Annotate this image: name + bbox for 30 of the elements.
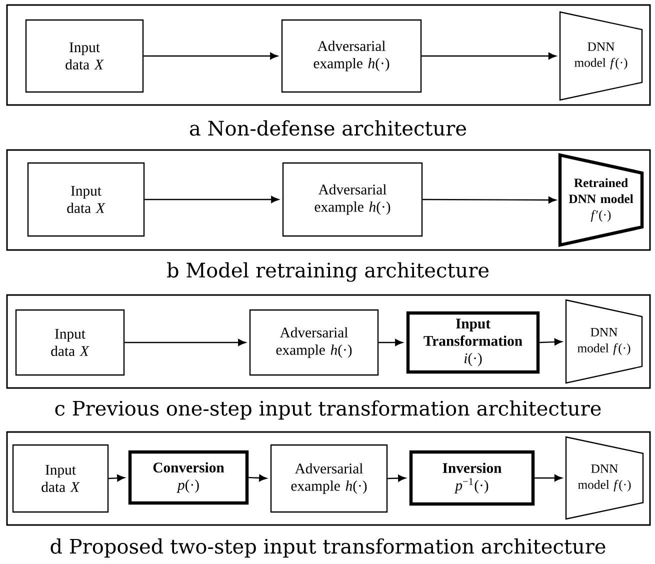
- process-box: Input data X: [27, 162, 145, 237]
- arrow: [144, 196, 279, 203]
- node-label: b Model retraining architecture: [167, 262, 489, 282]
- node-label: d Proposed two-step input transformation architecture: [50, 538, 606, 558]
- arrow: [534, 474, 562, 482]
- arrow: [248, 474, 267, 482]
- node-label: a Non-defense architecture: [190, 120, 466, 136]
- process-box: Adversarial example h(·): [281, 19, 422, 93]
- process-box: Adversarial example h(·): [249, 309, 379, 376]
- process-box: Adversarial example h(·): [270, 444, 388, 513]
- model-trapezoid: DNN model f(·): [559, 11, 643, 101]
- process-box: Input data X: [12, 444, 109, 513]
- arrow: [378, 339, 403, 346]
- process-box: Input Transformation i(·): [406, 311, 540, 374]
- model-trapezoid: DNN model f(·): [565, 299, 643, 384]
- process-box: Inversion p$^{−1}$(·): [409, 450, 535, 506]
- model-trapezoid: DNN model f(·): [565, 436, 644, 520]
- arrow: [540, 338, 562, 346]
- arrow: [124, 339, 246, 346]
- arrow: [108, 474, 125, 482]
- arrow: [144, 52, 278, 60]
- process-box: Input data X: [25, 19, 144, 93]
- process-box: Adversarial example h(·): [282, 162, 423, 237]
- model-trapezoid: Retrained DNN model f′(·): [558, 153, 644, 247]
- arrow: [388, 474, 406, 482]
- node-label: c Previous one-step input transformation architecture: [55, 400, 601, 420]
- process-box: Conversion p(·): [128, 450, 249, 505]
- process-box: Input data X: [15, 309, 125, 376]
- arrow: [422, 52, 556, 60]
- arrow: [422, 196, 556, 204]
